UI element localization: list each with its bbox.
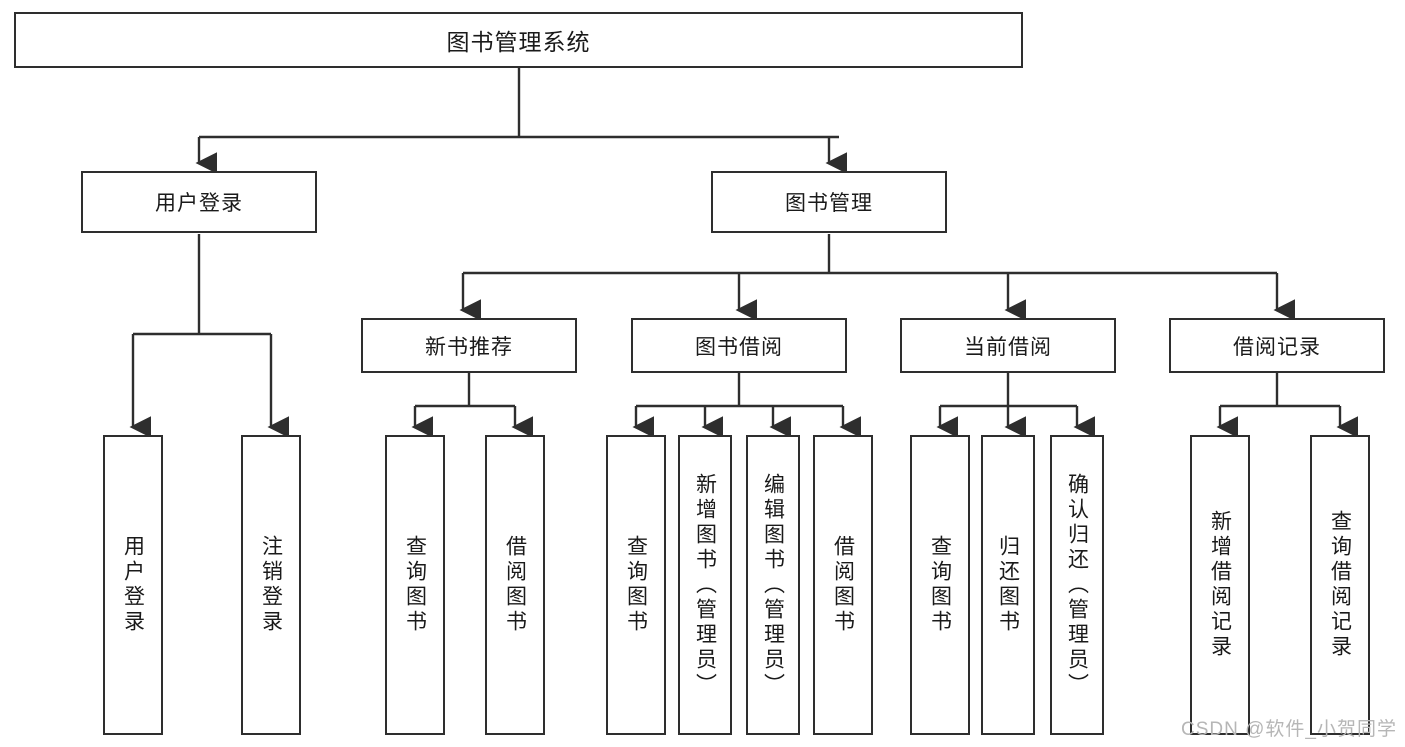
- leaf-borrow-book-recommend[interactable]: 借阅图书: [485, 435, 545, 735]
- leaf-logout-login[interactable]: 注销登录: [241, 435, 301, 735]
- node-new-book-recommend[interactable]: 新书推荐: [361, 318, 577, 373]
- node-label: 借阅图书: [503, 535, 527, 635]
- leaf-query-book-recommend[interactable]: 查询图书: [385, 435, 445, 735]
- node-book-management[interactable]: 图书管理: [711, 171, 947, 233]
- node-label: 归还图书: [996, 535, 1020, 635]
- node-user-login[interactable]: 用户登录: [81, 171, 317, 233]
- watermark-text: CSDN @软件_小贺同学: [1181, 719, 1397, 740]
- leaf-query-borrow-record[interactable]: 查询借阅记录: [1310, 435, 1370, 735]
- node-label: 图书借阅: [695, 335, 783, 359]
- node-label: 新增借阅记录: [1208, 510, 1232, 660]
- node-label: 借阅图书: [831, 535, 855, 635]
- node-label: 查询图书: [928, 535, 952, 635]
- node-label: 图书管理系统: [446, 29, 591, 55]
- node-label: 图书管理: [785, 192, 873, 215]
- leaf-query-book-current[interactable]: 查询图书: [910, 435, 970, 735]
- node-label: 查询图书: [403, 535, 427, 635]
- leaf-user-login[interactable]: 用户登录: [103, 435, 163, 735]
- node-label: 借阅记录: [1233, 335, 1321, 359]
- leaf-confirm-return-admin[interactable]: 确认归还（管理员）: [1050, 435, 1104, 735]
- node-book-borrow[interactable]: 图书借阅: [631, 318, 847, 373]
- node-label: 新增图书（管理员）: [693, 472, 717, 698]
- node-current-borrow[interactable]: 当前借阅: [900, 318, 1116, 373]
- node-root-system[interactable]: 图书管理系统: [14, 12, 1023, 68]
- node-label: 注销登录: [259, 535, 283, 635]
- leaf-return-book[interactable]: 归还图书: [981, 435, 1035, 735]
- leaf-query-book-borrow[interactable]: 查询图书: [606, 435, 666, 735]
- node-label: 编辑图书（管理员）: [761, 472, 785, 698]
- leaf-borrow-book[interactable]: 借阅图书: [813, 435, 873, 735]
- node-label: 查询图书: [624, 535, 648, 635]
- node-label: 用户登录: [121, 535, 145, 635]
- node-label: 查询借阅记录: [1328, 510, 1352, 660]
- node-borrow-record[interactable]: 借阅记录: [1169, 318, 1385, 373]
- leaf-add-borrow-record[interactable]: 新增借阅记录: [1190, 435, 1250, 735]
- node-label: 用户登录: [155, 192, 243, 215]
- leaf-add-book-admin[interactable]: 新增图书（管理员）: [678, 435, 732, 735]
- leaf-edit-book-admin[interactable]: 编辑图书（管理员）: [746, 435, 800, 735]
- node-label: 当前借阅: [964, 335, 1052, 359]
- node-label: 新书推荐: [425, 335, 513, 359]
- node-label: 确认归还（管理员）: [1065, 472, 1089, 698]
